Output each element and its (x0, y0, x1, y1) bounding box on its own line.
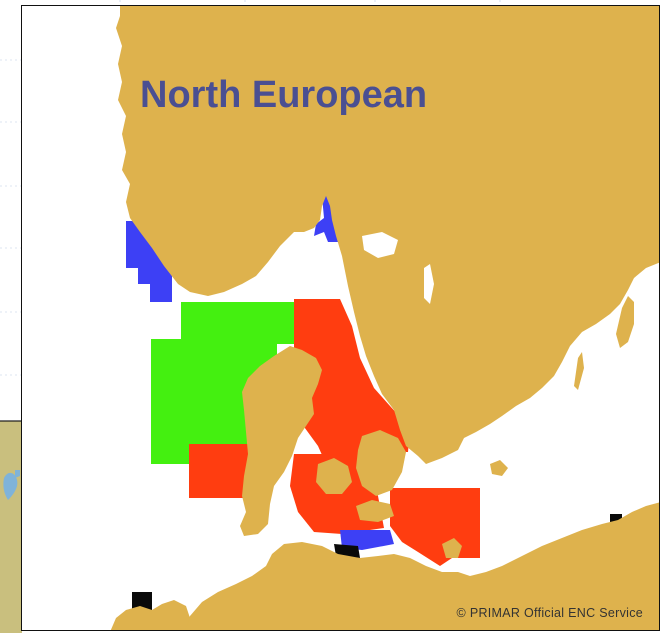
land-frisian-coast (110, 600, 190, 630)
background-thumbnail (0, 421, 22, 633)
enc-coverage-map[interactable] (22, 6, 660, 631)
copyright-credit: © PRIMAR Official ENC Service (456, 606, 643, 620)
coverage-red-skagerrak-kattegat (294, 299, 410, 464)
background-grid (0, 0, 501, 376)
map-title: North European (140, 74, 428, 116)
land-lolland (356, 500, 394, 522)
map-frame: North European © PRIMAR Official ENC Ser… (21, 5, 660, 631)
lakes (362, 232, 434, 304)
land-jutland (240, 346, 322, 536)
lake-vattern (424, 264, 434, 304)
coverage-red-german-bight (189, 444, 254, 498)
land-bornholm (490, 460, 508, 476)
land-continent (183, 502, 659, 630)
lake-vanern (362, 232, 398, 258)
land-gotland (616, 296, 634, 348)
land-funen (316, 458, 352, 494)
coverage-blue-kiel-bay (340, 530, 394, 550)
background-lake (3, 472, 18, 500)
land-oland (574, 352, 584, 390)
land-rugen (442, 538, 462, 558)
land-zealand (356, 430, 406, 496)
